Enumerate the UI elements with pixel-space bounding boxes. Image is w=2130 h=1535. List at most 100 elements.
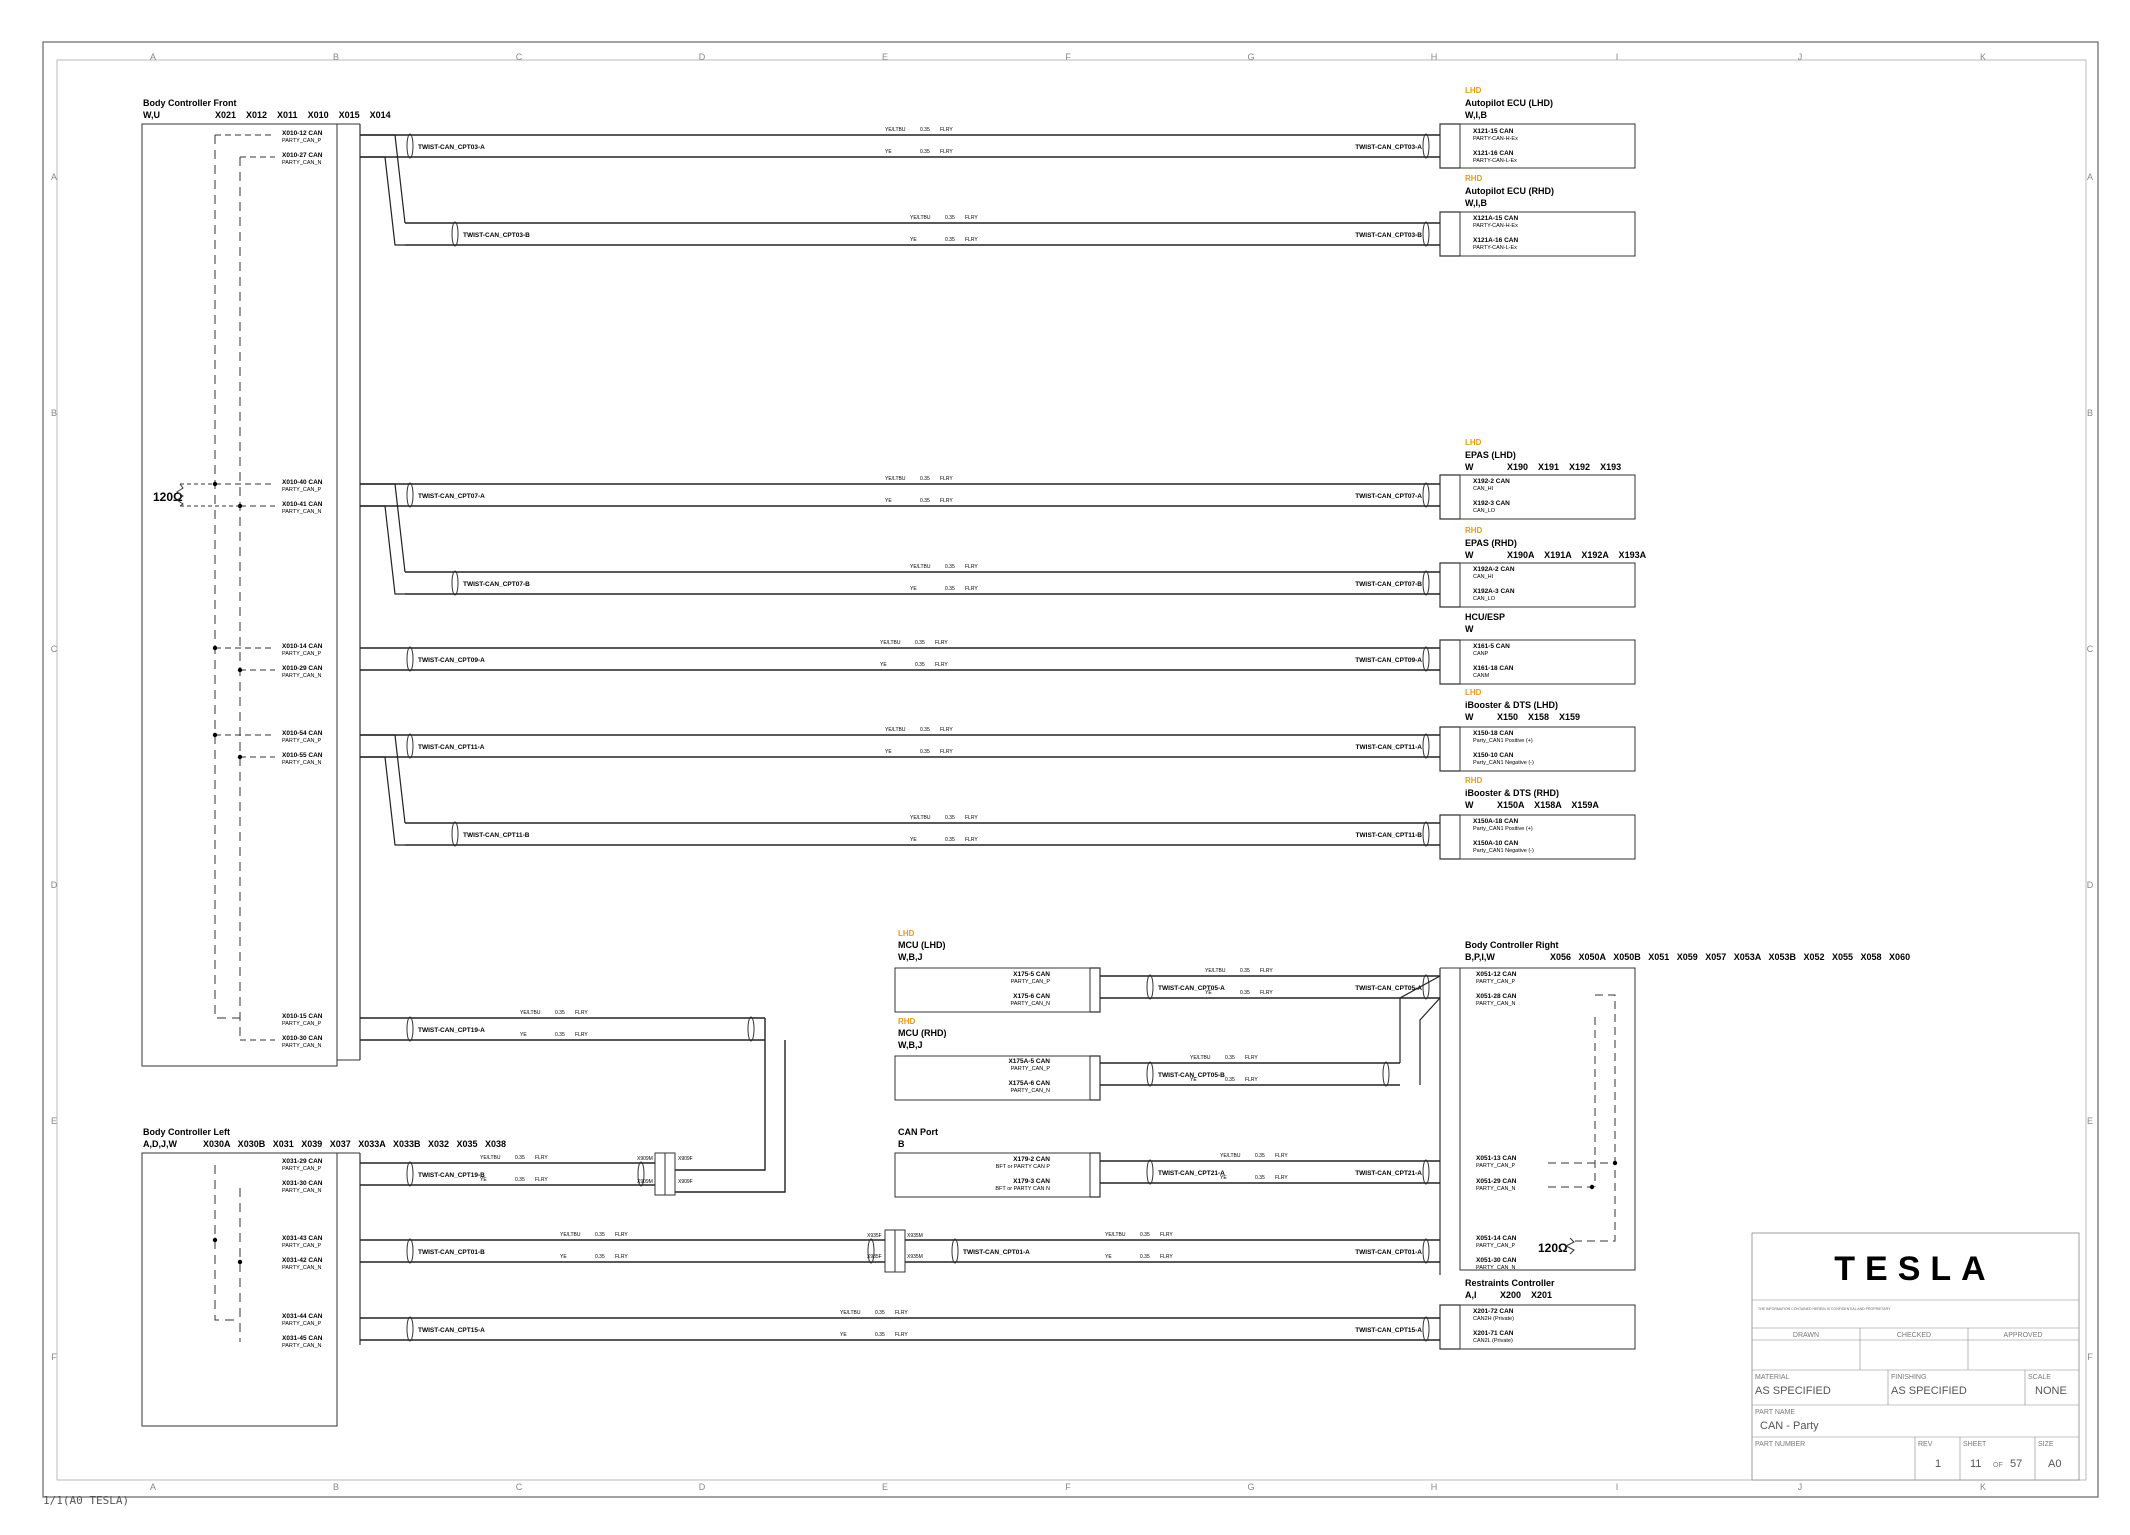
wire-gauge: 0.35 <box>875 1332 885 1338</box>
bcf-connectors: X021 X012 X011 X010 X015 X014 <box>215 110 391 120</box>
body-controller-front: Body Controller Front W,U X021 X012 X011… <box>141 98 391 1067</box>
pin-signal: CAN2L (Private) <box>1473 1338 1513 1344</box>
twist-marker <box>1422 733 1430 759</box>
pin-label: X175A-6 CAN <box>1008 1080 1050 1087</box>
wire-type: FLRY <box>965 815 978 821</box>
wire-gauge: 0.35 <box>920 476 930 482</box>
grid-row-left: C <box>51 644 58 654</box>
wire-type: FLRY <box>895 1310 908 1316</box>
finishing-label: FINISHING <box>1891 1374 1926 1381</box>
epas-rhd-connectors: X190A X191A X192A X193A <box>1507 550 1647 560</box>
epas-rhd-box <box>1459 562 1636 608</box>
wire-gauge: 0.35 <box>1255 1153 1265 1159</box>
pin-label: X192-3 CAN <box>1473 500 1510 507</box>
grid-col-top: H <box>1431 52 1438 62</box>
epas-lhd-connectors: X190 X191 X192 X193 <box>1507 462 1621 472</box>
bcl-box <box>141 1152 338 1427</box>
wire-color: YE <box>840 1332 847 1338</box>
wire-gauge: 0.35 <box>945 564 955 570</box>
wire-color: YE <box>910 837 917 843</box>
connector-bar <box>1439 639 1460 685</box>
twist-marker <box>406 646 414 672</box>
grid-row-right: E <box>2087 1116 2093 1126</box>
x935f-label-2: X935F <box>867 1254 882 1260</box>
pin-signal: PARTY_CAN_P <box>1476 1163 1516 1169</box>
pin-signal: PARTY_CAN_P <box>282 138 322 144</box>
twist-marker <box>1422 133 1430 159</box>
wire-color: YE/LTBU <box>1220 1153 1241 1159</box>
ib-lhd-variant: LHD <box>1465 688 1482 697</box>
pin-label: X175-6 CAN <box>1013 993 1050 1000</box>
mcu-rhd-box <box>894 1055 1091 1101</box>
ap-rhd-title: Autopilot ECU (RHD) <box>1465 186 1554 196</box>
pin-label: X150-18 CAN <box>1473 730 1514 737</box>
pin-signal: PARTY_CAN_P <box>282 1166 322 1172</box>
grid-col-bottom: F <box>1065 1482 1071 1492</box>
bcl-title: Body Controller Left <box>143 1127 230 1137</box>
twist-label: TWIST-CAN_CPT11-A <box>1356 744 1423 751</box>
pin-label: X175-5 CAN <box>1013 971 1050 978</box>
pin-signal: PARTY_CAN_N <box>1476 1265 1516 1271</box>
pin-label: X010-55 CAN <box>282 752 323 759</box>
wire-route <box>1399 975 1441 1085</box>
twist-marker <box>406 1016 414 1042</box>
x935m-label: X935M <box>907 1233 923 1239</box>
twist-label: TWIST-CAN_CPT21-A <box>1158 1170 1225 1177</box>
ap-lhd-title: Autopilot ECU (LHD) <box>1465 98 1553 108</box>
pin-signal: CAN2H (Private) <box>1473 1316 1514 1322</box>
grid-col-top: I <box>1616 52 1619 62</box>
wire-type: FLRY <box>615 1254 628 1260</box>
grid-col-top: A <box>150 52 156 62</box>
wire-color: YE <box>1105 1254 1112 1260</box>
pin-label: X010-27 CAN <box>282 152 323 159</box>
branch <box>360 483 406 595</box>
wire-type: FLRY <box>940 127 953 133</box>
wire-type: FLRY <box>965 586 978 592</box>
mcu-lhd-sub: W,B,J <box>898 952 923 962</box>
ib-lhd-sub: W <box>1465 712 1474 722</box>
canport-title: CAN Port <box>898 1127 938 1137</box>
right-ecus: LHD Autopilot ECU (LHD) W,I,B RHD Autopi… <box>1459 86 1647 1350</box>
twist-marker <box>1422 221 1430 247</box>
grid-col-bottom: A <box>150 1482 156 1492</box>
bcr-sub: B,P,I,W <box>1465 952 1495 962</box>
ecu-connector-bars <box>1439 123 1460 1350</box>
twist-label: TWIST-CAN_CPT21-A <box>1355 1170 1422 1177</box>
restraints-title: Restraints Controller <box>1465 1278 1555 1288</box>
x909m-label: X909M <box>637 1156 653 1162</box>
pin-label: X150A-10 CAN <box>1473 840 1518 847</box>
checked-label: CHECKED <box>1897 1332 1931 1339</box>
sheet-border <box>42 41 2099 1498</box>
pin-label: X192A-2 CAN <box>1473 566 1515 573</box>
wire-gauge: 0.35 <box>945 815 955 821</box>
branch <box>360 134 406 246</box>
wire-gauge: 0.35 <box>1140 1232 1150 1238</box>
ap-rhd-variant: RHD <box>1465 174 1483 183</box>
connector-bar <box>1439 123 1460 169</box>
pin-label: X010-30 CAN <box>282 1035 323 1042</box>
pin-signal: PARTY_CAN_N <box>1476 1001 1516 1007</box>
ib-rhd-variant: RHD <box>1465 776 1483 785</box>
pin-signal: BFT or PARTY CAN P <box>996 1164 1051 1170</box>
twist-label: TWIST-CAN_CPT03-A <box>418 144 485 151</box>
connector-bar <box>1439 726 1460 772</box>
pin-signal: PARTY_CAN_N <box>282 160 322 166</box>
twist-label: TWIST-CAN_CPT03-B <box>1355 232 1422 239</box>
grid-col-top: J <box>1798 52 1803 62</box>
pin-signal: CANP <box>1473 651 1489 657</box>
wire-color: YE/LTBU <box>520 1010 541 1016</box>
approved-label: APPROVED <box>2004 1332 2043 1339</box>
part-name-label: PART NAME <box>1755 1409 1795 1416</box>
pin-label: X161-5 CAN <box>1473 643 1510 650</box>
wire-gauge: 0.35 <box>515 1177 525 1183</box>
grid-row-right: A <box>2087 172 2093 182</box>
pin-signal: PARTY_CAN_N <box>1010 1001 1050 1007</box>
part-number-label: PART NUMBER <box>1755 1441 1805 1448</box>
tesla-logo: TESLA <box>1834 1250 1995 1288</box>
size-label: SIZE <box>2038 1441 2054 1448</box>
wire-gauge: 0.35 <box>555 1010 565 1016</box>
ib-rhd-sub: W <box>1465 800 1474 810</box>
